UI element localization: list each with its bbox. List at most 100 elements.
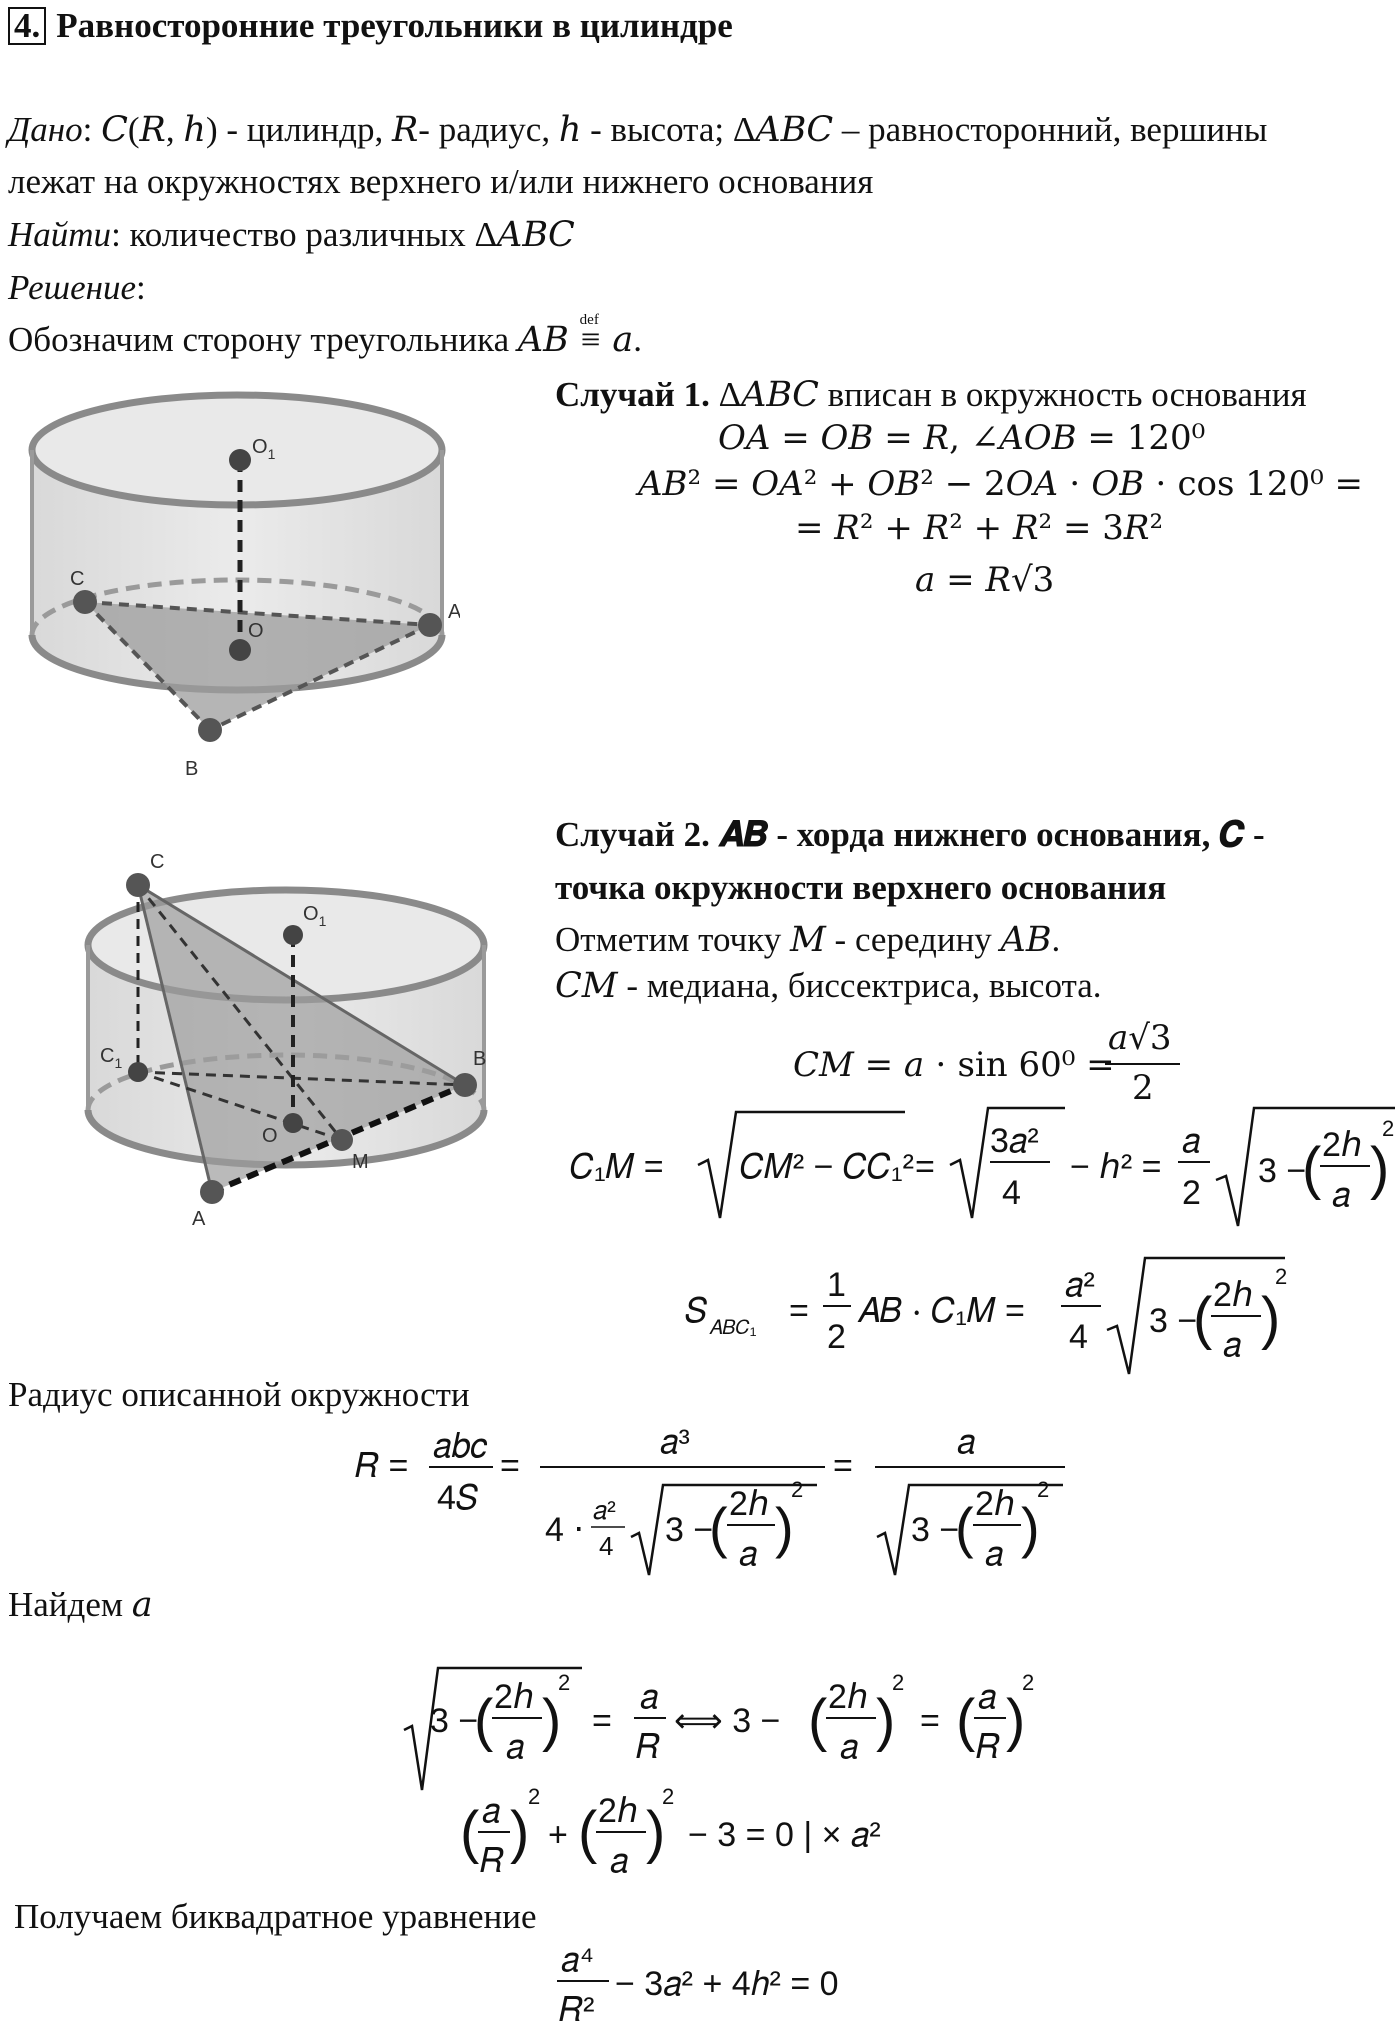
svg-text:2ℎ: 2ℎ <box>975 1485 1015 1523</box>
svg-text:): ) <box>1021 1496 1040 1559</box>
svg-text:𝑆: 𝑆 <box>685 1292 708 1330</box>
svg-text:=: = <box>915 1148 935 1186</box>
point-b <box>198 718 222 742</box>
svg-text:3 −: 3 − <box>911 1511 959 1549</box>
svg-text:2ℎ: 2ℎ <box>598 1792 638 1830</box>
svg-text:): ) <box>510 1800 529 1865</box>
svg-text:𝑎: 𝑎 <box>1223 1326 1241 1364</box>
label-c: C <box>70 568 84 590</box>
find-text: : количество различных Δ𝐴𝐵𝐶 <box>111 215 575 254</box>
svg-text:=: = <box>833 1447 853 1485</box>
given-line-1: Дано: 𝐶(𝑅, ℎ) - цилиндр, 𝑅- радиус, ℎ - … <box>8 110 1267 150</box>
svg-text:1: 1 <box>827 1266 846 1304</box>
svg-text:(: ( <box>578 1800 597 1865</box>
page-title: 4.Равносторонние треугольники в цилиндре <box>8 6 733 46</box>
svg-text:(: ( <box>1193 1286 1212 1351</box>
label-o1: O1 <box>252 436 276 462</box>
svg-text:(: ( <box>460 1800 479 1865</box>
find-a-formula-1: 3 − ( 2ℎ 𝑎 ) 2 = 𝑎 𝑅 ⟺ 3 − ( 2ℎ 𝑎 ) 2 = … <box>403 1666 1034 1791</box>
c1m-formula: 𝐶₁𝑀 = 𝐶𝑀² − 𝐶𝐶₁² = 3𝑎² 4 − ℎ² = 𝑎 2 3 − … <box>570 1106 1395 1227</box>
svg-text:=: = <box>592 1702 612 1740</box>
triangle-abc <box>138 885 465 1192</box>
point-o1 <box>229 449 251 471</box>
svg-text:): ) <box>1006 1688 1025 1753</box>
find-a-formula-2: ( 𝑎 𝑅 ) 2 + ( 2ℎ 𝑎 ) 2 − 3 = 0 | × 𝑎² <box>460 1784 881 1880</box>
given-text-2: лежат на окружностях верхнего и/или нижн… <box>8 162 874 201</box>
svg-text:4 ⋅: 4 ⋅ <box>545 1511 584 1549</box>
figure-case2: C O1 C1 O M A B <box>84 851 488 1230</box>
svg-text:3 −: 3 − <box>1258 1152 1306 1190</box>
svg-text:𝐶₁𝑀 =: 𝐶₁𝑀 = <box>570 1148 664 1186</box>
find-label: Найти <box>8 215 112 254</box>
svg-text:2: 2 <box>1022 1670 1034 1695</box>
biquad-text: Получаем биквадратное уравнение <box>14 1897 537 1936</box>
biquad-formula: 𝑎⁴ 𝑅² − 3𝑎² + 4ℎ² = 0 <box>557 1941 839 2029</box>
notation-line: Обозначим сторону треугольника 𝐴𝐵 def≡ 𝑎… <box>8 312 643 360</box>
svg-text:2: 2 <box>892 1670 904 1695</box>
svg-text:4: 4 <box>1069 1318 1088 1356</box>
svg-text:𝑎³: 𝑎³ <box>660 1423 690 1461</box>
point-c1 <box>128 1062 148 1082</box>
svg-text:3𝑎²: 3𝑎² <box>990 1122 1039 1160</box>
svg-text:4: 4 <box>599 1531 613 1561</box>
point-o <box>283 1113 303 1133</box>
def-label: def <box>579 312 599 328</box>
point-o1 <box>283 925 303 945</box>
given-text-1: : 𝐶(𝑅, ℎ) - цилиндр, 𝑅- радиус, ℎ - высо… <box>82 110 1268 149</box>
case2-line-2: 𝐶𝑀 - медиана, биссектриса, высота. <box>555 966 1102 1005</box>
point-c <box>73 590 97 614</box>
cm-frac-bar <box>1105 1063 1180 1065</box>
svg-text:2ℎ: 2ℎ <box>828 1678 868 1716</box>
svg-text:2ℎ: 2ℎ <box>729 1485 769 1523</box>
svg-text:(: ( <box>808 1688 827 1753</box>
svg-text:(: ( <box>956 1688 975 1753</box>
svg-text:𝑅: 𝑅 <box>976 1728 1000 1766</box>
svg-text:𝐴𝐵𝐶₁: 𝐴𝐵𝐶₁ <box>709 1317 757 1339</box>
svg-text:𝑎: 𝑎 <box>957 1423 975 1461</box>
case2-heading-1: Случай 2. 𝑨𝑩 - хорда нижнего основания, … <box>555 815 1265 854</box>
triangle-abc <box>85 602 430 730</box>
point-o <box>229 639 251 661</box>
svg-text:(: ( <box>1302 1136 1321 1201</box>
given-label: Дано <box>8 110 83 149</box>
svg-text:− 3𝑎² + 4ℎ² = 0: − 3𝑎² + 4ℎ² = 0 <box>615 1965 839 2003</box>
svg-text:𝑅 =: 𝑅 = <box>355 1447 408 1485</box>
svg-text:4: 4 <box>1002 1174 1021 1212</box>
svg-text:𝑎²: 𝑎² <box>1065 1266 1095 1304</box>
notation-tail: 𝑎. <box>603 320 643 359</box>
case1-eq3: = 𝑅² + 𝑅² + 𝑅² = 3𝑅² <box>795 508 1164 548</box>
find-a-text: Найдем 𝑎 <box>8 1585 153 1624</box>
svg-text:4𝑆: 4𝑆 <box>437 1479 479 1517</box>
svg-text:): ) <box>646 1800 665 1865</box>
svg-text:2ℎ: 2ℎ <box>494 1678 534 1716</box>
side-ca <box>84 600 431 627</box>
solution-colon: : <box>136 268 146 307</box>
case1-eq4: 𝑎 = 𝑅√3 <box>915 560 1055 600</box>
svg-text:𝐴𝐵 ⋅ 𝐶₁𝑀 =: 𝐴𝐵 ⋅ 𝐶₁𝑀 = <box>857 1292 1025 1330</box>
svg-text:): ) <box>542 1688 561 1753</box>
bottom-base-back <box>85 1052 487 1111</box>
svg-text:): ) <box>1261 1286 1280 1351</box>
side-cb <box>83 600 212 732</box>
label-c1: C1 <box>100 1045 122 1071</box>
svg-text:2: 2 <box>662 1784 674 1809</box>
svg-text:𝑅: 𝑅 <box>636 1728 660 1766</box>
label-o1: O1 <box>303 903 327 929</box>
bottom-base-front <box>84 1109 488 1169</box>
svg-text:𝑅: 𝑅 <box>480 1842 504 1880</box>
svg-text:2: 2 <box>1275 1264 1287 1289</box>
svg-text:𝑎: 𝑎 <box>985 1535 1003 1573</box>
cm-num: 𝑎√3 <box>1108 1018 1172 1058</box>
case1-heading-rest: Δ𝐴𝐵𝐶 вписан в окружность основания <box>709 375 1307 414</box>
case1-eq2: 𝐴𝐵² = 𝑂𝐴² + 𝑂𝐵² − 2𝑂𝐴 ⋅ 𝑂𝐵 ⋅ cos 120⁰ = <box>638 464 1364 504</box>
svg-text:=: = <box>789 1292 809 1330</box>
side-ab <box>209 623 431 732</box>
area-formula: 𝑆 𝐴𝐵𝐶₁ = 1 2 𝐴𝐵 ⋅ 𝐶₁𝑀 = 𝑎² 4 3 − ( 2ℎ 𝑎 … <box>685 1256 1287 1375</box>
task-number: 4. <box>8 7 47 45</box>
radius-text: Радиус описанной окружности <box>8 1375 470 1414</box>
svg-text:𝑎𝑏𝑐: 𝑎𝑏𝑐 <box>433 1427 488 1465</box>
case1-eq1: 𝑂𝐴 = 𝑂𝐵 = 𝑅, ∠𝐴𝑂𝐵 = 120⁰ <box>718 418 1206 458</box>
figure-case1: O1 O A B C <box>28 391 460 780</box>
svg-text:): ) <box>1370 1136 1389 1201</box>
svg-text:): ) <box>775 1496 794 1559</box>
